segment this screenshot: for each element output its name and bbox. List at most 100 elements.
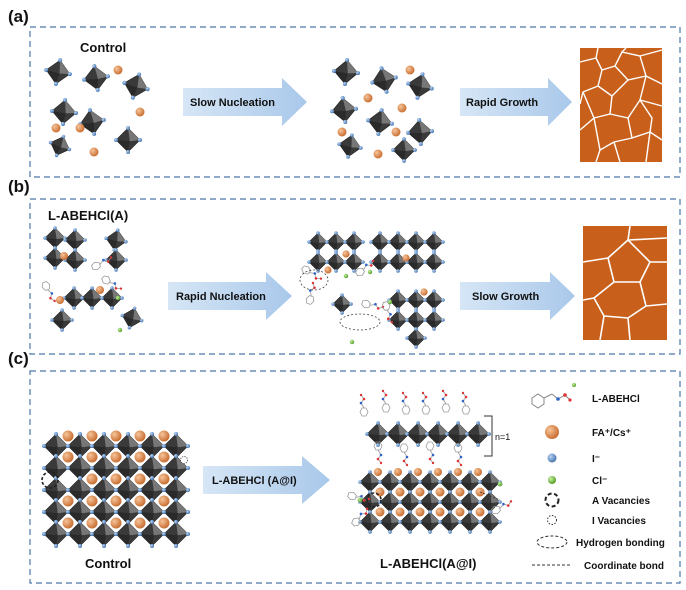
octahedron [465,421,491,447]
ion-sphere [62,451,74,463]
panel-c-frame [29,370,681,584]
ion-sphere [394,468,402,476]
panel-a-label: (a) [8,7,29,26]
arrow-slow-growth: Slow Growth [460,272,575,320]
octahedron [41,519,71,549]
octahedron [438,490,462,514]
octahedron [398,470,422,494]
l-abehcl-molecule [41,281,56,303]
octahedron [343,231,365,253]
legend-label-2: I⁻ [592,454,600,465]
octahedron [369,231,391,253]
l-abehcl-molecule [355,259,375,277]
octahedron [331,293,353,315]
l-abehcl-molecule [381,389,391,413]
ion-sphere [402,254,410,262]
ion-sphere [397,103,407,113]
ion-sphere [375,507,385,517]
arrow-passivation-label: L-ABEHCl (A@I) [212,475,297,487]
ion-sphere [434,468,442,476]
panel-a-title: Control [80,40,126,55]
legend-i-vacancy-icon [547,515,557,525]
panel-c-left-label: Control [85,556,131,571]
octahedron [307,251,329,273]
octahedron [41,431,71,461]
octahedron [43,246,67,270]
octahedron [63,248,87,272]
n1-passivation-layer [359,389,491,467]
octahedron [458,510,482,534]
octahedron [438,510,462,534]
ion-sphere [420,288,428,296]
arrow-slow-nucleation-label: Slow Nucleation [190,97,275,109]
passivated-perovskite-lattice [347,468,513,534]
ion-sphere [62,495,74,507]
l-abehcl-molecule [351,507,369,527]
ion-sphere [337,127,347,137]
octahedron [78,108,106,136]
octahedron [137,431,167,461]
ion-sphere [86,430,98,442]
l-abehcl-molecule [425,441,435,465]
panel-c-right-label: L-ABEHCl(A@I) [380,556,476,571]
arrow-rapid-nucleation: Rapid Nucleation [168,272,292,320]
legend-label-7: Coordinate bond [584,561,664,572]
panel-a-frame [29,26,681,178]
legend-label-6: Hydrogen bonding [576,538,665,549]
octahedron [391,137,417,163]
l-abehcl-molecule [101,275,123,290]
arrow-slow-nucleation: Slow Nucleation [183,78,307,126]
ion-sphere [86,517,98,529]
octahedron [113,453,143,483]
octahedron [41,453,71,483]
ion-sphere [373,149,383,159]
arrow-slow-growth-label: Slow Growth [472,291,540,303]
ion-sphere [110,451,122,463]
ion-sphere [110,430,122,442]
legend: L-ABEHCl FA⁺/Cs⁺ I⁻ Cl⁻ A Vacancies I Va… [531,383,665,572]
octahedron [100,286,124,310]
octahedron [458,470,482,494]
ion-sphere [96,286,104,294]
l-abehcl-molecule [461,391,471,415]
octahedron [423,289,445,311]
ion-sphere [60,252,68,260]
ion-sphere [415,487,425,497]
octahedron [370,66,398,94]
panel-b-title: L-ABEHCl(A) [48,208,128,223]
octahedron [406,72,434,100]
legend-label-5: I Vacancies [592,516,646,527]
ion-sphere [110,473,122,485]
ion-sphere [367,269,373,275]
ion-sphere [86,473,98,485]
octahedron [366,108,394,136]
ion-sphere [375,487,385,497]
ion-sphere [134,451,146,463]
octahedron [378,510,402,534]
ion-sphere [86,451,98,463]
ion-sphere [75,123,85,133]
ion-sphere [497,481,503,487]
control-perovskite-lattice [41,430,191,549]
ion-sphere [158,451,170,463]
ion-sphere [455,507,465,517]
ion-sphere [134,473,146,485]
l-abehcl-molecule [453,443,463,467]
ion-sphere [158,430,170,442]
octahedron [104,248,128,272]
scattered-octahedra-a1 [44,58,150,158]
octahedron [137,519,167,549]
octahedron [385,421,411,447]
arrow-passivation: L-ABEHCl (A@I) [203,456,330,504]
l-abehcl-molecule [401,391,411,415]
ion-sphere [134,517,146,529]
l-abehcl-molecule [441,389,451,413]
octahedron [50,308,74,332]
octahedron [387,289,409,311]
ion-sphere [158,517,170,529]
octahedron [122,72,150,100]
ion-sphere [110,517,122,529]
octahedron [423,251,445,273]
octahedron [425,421,451,447]
